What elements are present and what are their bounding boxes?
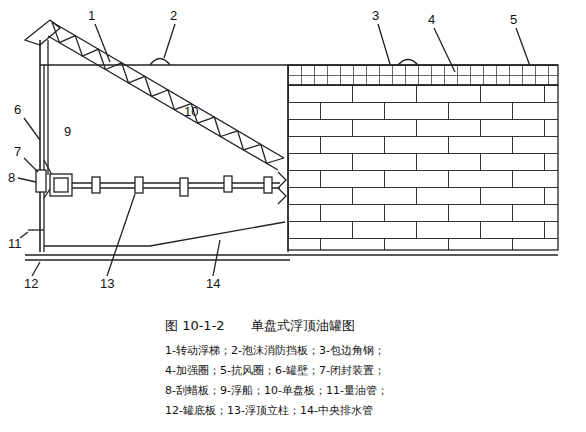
callout-number: 9 <box>64 124 71 140</box>
legend-line: 8-刮蜡板；9-浮船；10-单盘板；11-量油管； <box>165 384 388 397</box>
callout-number: 4 <box>428 12 435 28</box>
callout-number: 6 <box>14 102 21 118</box>
callout-number: 3 <box>372 8 379 24</box>
legend-line: 12-罐底板；13-浮顶立柱；14-中央排水管 <box>165 404 373 417</box>
callout-number: 8 <box>8 170 15 186</box>
ladder-truss <box>52 22 284 163</box>
callout-number: 1 <box>88 8 95 24</box>
callout-number: 11 <box>8 236 22 252</box>
callout-number: 14 <box>206 276 220 292</box>
callout-number: 2 <box>170 8 177 24</box>
legend-line: 1-转动浮梯；2-泡沫消防挡板；3-包边角钢； <box>165 344 385 357</box>
callout-number: 12 <box>24 276 38 292</box>
callout-number: 10 <box>184 104 198 120</box>
figure-caption: 图 10-1-2 单盘式浮顶油罐图 <box>165 318 355 334</box>
legend-line: 4-加强圈；5-抗风圈；6-罐壁；7-闭封装置； <box>165 364 385 377</box>
callout-number: 13 <box>100 276 114 292</box>
callout-number: 7 <box>14 144 21 160</box>
callout-number: 5 <box>510 12 517 28</box>
